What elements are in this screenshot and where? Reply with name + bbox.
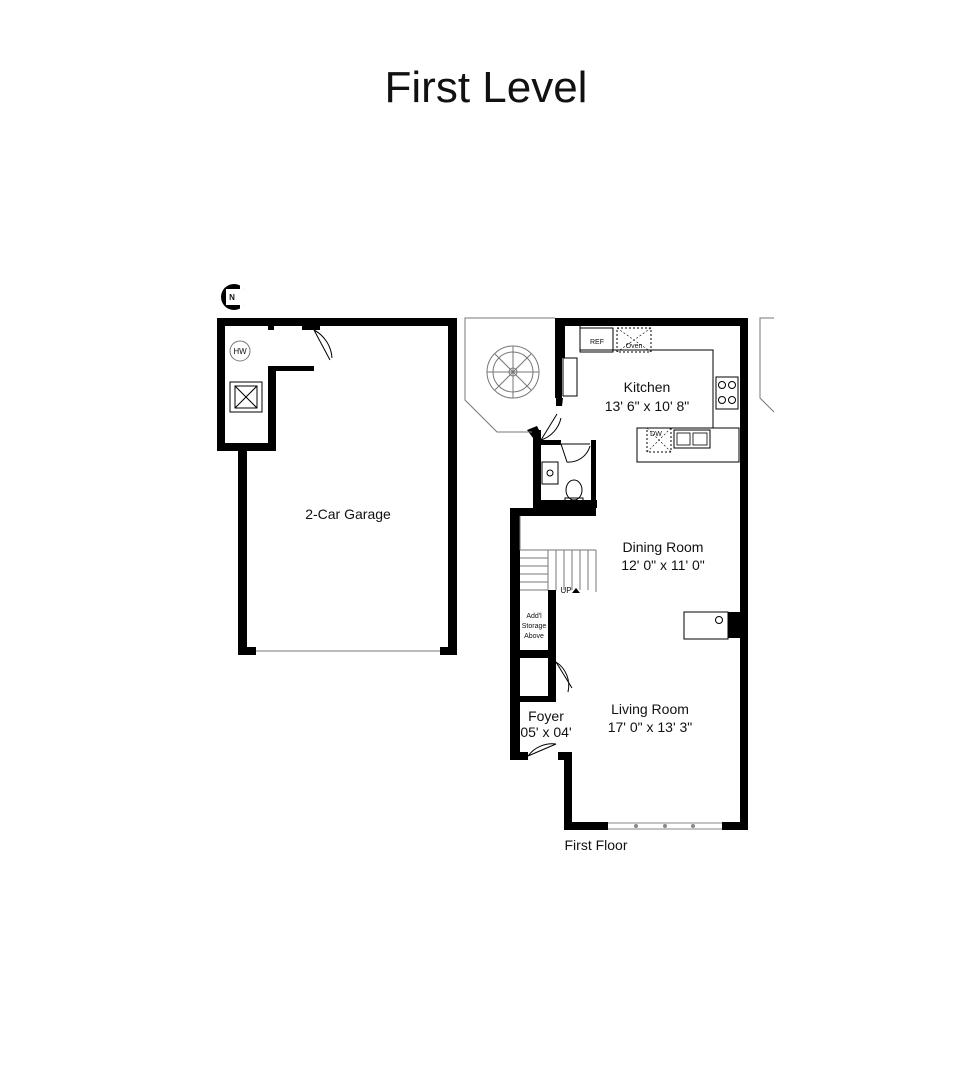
stairs-up-label: UP: [560, 586, 571, 595]
storage-line3: Above: [524, 633, 544, 640]
refrigerator-label: REF: [590, 339, 604, 346]
bathroom: [541, 443, 591, 503]
window: [608, 822, 722, 830]
fireplace: [683, 611, 729, 640]
neighbor-outline: [759, 317, 775, 413]
entry-door: [527, 743, 557, 757]
stairs-up-arrow-icon: [572, 588, 580, 593]
stairs: [519, 516, 597, 592]
dishwasher-label: DW: [650, 431, 662, 438]
kitchen-sink-icon: [673, 429, 711, 449]
oven: Oven: [616, 327, 652, 353]
toilet-icon: [564, 479, 584, 503]
north-label: N: [229, 293, 235, 302]
refrigerator: REF: [579, 327, 614, 353]
foyer-size: 05' x 04': [520, 724, 571, 740]
water-heater: HW: [229, 340, 251, 362]
kitchen-name: Kitchen: [624, 379, 671, 395]
garage: [217, 318, 457, 655]
cooktop-icon: [715, 376, 739, 410]
kitchen-size: 13' 6" x 10' 8": [605, 398, 690, 414]
dining-name: Dining Room: [623, 539, 704, 555]
living-name: Living Room: [611, 701, 689, 717]
dining-size: 12' 0" x 11' 0": [621, 557, 705, 573]
deck-door: [540, 413, 562, 441]
oven-label: Oven: [626, 343, 643, 350]
garage-name: 2-Car Garage: [305, 506, 391, 522]
furnace-icon: [229, 381, 263, 413]
foyer-name: Foyer: [528, 708, 564, 724]
closet-door: [555, 661, 573, 693]
living-size: 17' 0" x 13' 3": [608, 719, 693, 735]
storage-line1: Add'l: [526, 613, 542, 620]
dishwasher: DW: [646, 427, 672, 453]
north-arrow-icon: N: [221, 283, 250, 311]
water-heater-label: HW: [233, 347, 247, 356]
deck: [464, 317, 555, 433]
house-walls: [510, 318, 748, 830]
plan-title: First Level: [385, 63, 588, 112]
floor-label: First Floor: [565, 837, 628, 853]
storage-line2: Storage: [522, 623, 547, 630]
